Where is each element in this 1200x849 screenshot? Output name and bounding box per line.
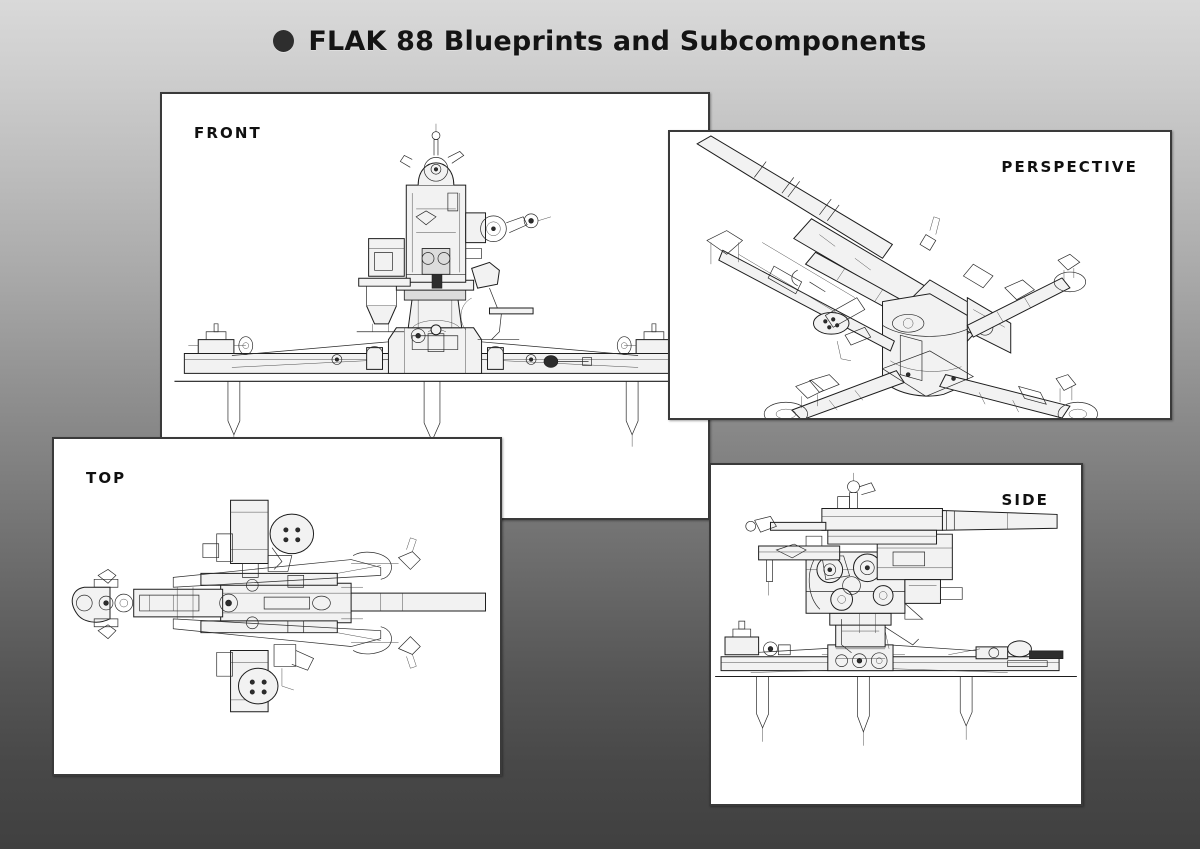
- page-title: FLAK 88 Blueprints and Subcomponents: [0, 18, 1200, 64]
- page-title-text: FLAK 88 Blueprints and Subcomponents: [308, 25, 927, 57]
- panel-label-top: TOP: [86, 469, 127, 487]
- flak88-plan-view-drawing: [71, 499, 487, 713]
- flak88-front-elevation-drawing: [174, 123, 698, 455]
- filled-circle-bullet-icon: [273, 30, 295, 52]
- panel-perspective[interactable]: PERSPECTIVE: [668, 130, 1172, 420]
- panel-side[interactable]: SIDE: [709, 463, 1083, 806]
- flak88-side-elevation-drawing: [715, 472, 1077, 746]
- panel-label-perspective: PERSPECTIVE: [1001, 158, 1138, 176]
- flak88-perspective-drawing: [696, 135, 1098, 418]
- panel-top[interactable]: TOP: [52, 437, 502, 776]
- panel-label-front: FRONT: [194, 124, 262, 142]
- panel-label-side: SIDE: [1001, 491, 1049, 509]
